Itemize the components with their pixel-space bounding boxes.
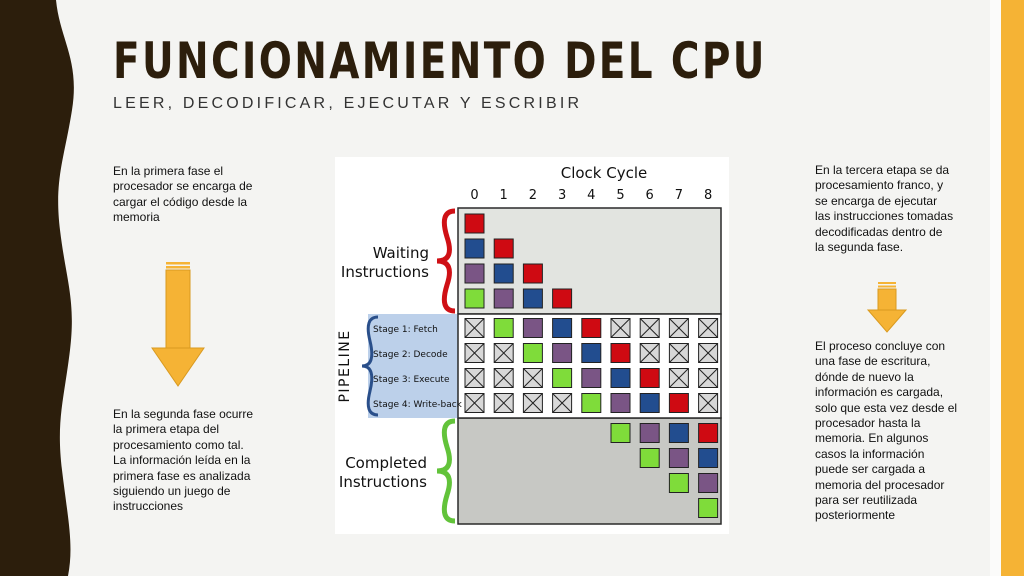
waiting-instruction (522, 288, 543, 309)
completed-instruction (610, 423, 631, 443)
pipeline-diagram: Clock Cycle 0 1 2 3 4 5 6 7 8 Waiting Instructio… (335, 157, 729, 534)
execute-description: En la tercera etapa se da procesamiento … (815, 163, 954, 255)
cycle-number-3: 3 (558, 188, 566, 203)
waiting-instruction (464, 213, 485, 234)
waiting-instruction (522, 263, 543, 284)
page-title: FUNCIONAMIENTO DEL CPU (113, 32, 767, 90)
down-arrow-icon (867, 282, 907, 333)
decode-description: En la segunda fase ocurre la primera eta… (113, 407, 254, 514)
pipeline-instruction (581, 318, 602, 338)
down-arrow-icon (151, 262, 205, 387)
left-wavy-band (0, 0, 74, 576)
stage-label-4: Stage 4: Write-back (373, 400, 463, 410)
pipeline-instruction (552, 318, 573, 338)
completed-brace (436, 418, 456, 524)
cycle-number-2: 2 (529, 188, 537, 203)
empty-pipeline-slot (698, 343, 719, 363)
stage-labels-area (368, 314, 458, 418)
pipeline-instruction (639, 393, 660, 413)
pipeline-instruction (581, 368, 602, 388)
cycle-number-7: 7 (675, 188, 683, 203)
completed-label-line2: Instructions (339, 473, 427, 491)
cycle-number-1: 1 (500, 188, 508, 203)
empty-pipeline-slot (522, 368, 543, 388)
empty-pipeline-slot (522, 393, 543, 413)
empty-pipeline-slot (464, 343, 485, 363)
empty-pipeline-slot (493, 343, 514, 363)
completed-instruction (668, 448, 689, 468)
pipeline-instruction (668, 393, 689, 413)
pipeline-instruction (610, 343, 631, 363)
empty-pipeline-slot (698, 318, 719, 338)
completed-instruction (698, 448, 719, 468)
pipeline-instruction (639, 368, 660, 388)
pipeline-instruction (522, 318, 543, 338)
stage-label-3: Stage 3: Execute (373, 375, 450, 385)
completed-instruction (639, 423, 660, 443)
waiting-instruction (464, 288, 485, 309)
completed-instruction (698, 498, 719, 518)
pipeline-brace (361, 315, 379, 417)
waiting-instruction (464, 238, 485, 259)
pipeline-instruction (493, 318, 514, 338)
empty-pipeline-slot (493, 393, 514, 413)
pipeline-label: PIPELINE (337, 329, 353, 402)
pipeline-instruction (552, 343, 573, 363)
completed-instruction (668, 423, 689, 443)
right-white-stripe (990, 0, 1001, 576)
empty-pipeline-slot (493, 368, 514, 388)
empty-pipeline-slot (610, 318, 631, 338)
waiting-label-line2: Instructions (341, 263, 429, 281)
empty-pipeline-slot (464, 393, 485, 413)
clock-cycle-label: Clock Cycle (561, 164, 648, 182)
stage-label-2: Stage 2: Decode (373, 350, 448, 360)
empty-pipeline-slot (464, 368, 485, 388)
pipeline-instruction (610, 393, 631, 413)
cycle-number-5: 5 (616, 188, 624, 203)
fetch-description: En la primera fase el procesador se enca… (113, 164, 253, 225)
pipeline-instruction (581, 393, 602, 413)
completed-instruction (698, 423, 719, 443)
pipeline-instruction (522, 343, 543, 363)
waiting-label-line1: Waiting (373, 244, 429, 262)
empty-pipeline-slot (698, 368, 719, 388)
waiting-instruction (493, 288, 514, 309)
completed-instruction (698, 473, 719, 493)
right-accent-stripe (1001, 0, 1024, 576)
empty-pipeline-slot (639, 318, 660, 338)
waiting-instruction (464, 263, 485, 284)
stage-label-1: Stage 1: Fetch (373, 325, 438, 335)
waiting-instruction (552, 288, 573, 309)
completed-label-line1: Completed (345, 454, 427, 472)
pipeline-instruction (552, 368, 573, 388)
waiting-instruction (493, 263, 514, 284)
page-subtitle: LEER, DECODIFICAR, EJECUTAR Y ESCRIBIR (113, 95, 583, 112)
cycle-number-0: 0 (470, 188, 478, 203)
empty-pipeline-slot (668, 368, 689, 388)
cycle-number-4: 4 (587, 188, 595, 203)
completed-instruction (639, 448, 660, 468)
pipeline-instruction (610, 368, 631, 388)
empty-pipeline-slot (464, 318, 485, 338)
waiting-brace (436, 208, 456, 314)
pipeline-instruction (581, 343, 602, 363)
waiting-instruction (493, 238, 514, 259)
cycle-number-8: 8 (704, 188, 712, 203)
cycle-number-6: 6 (646, 188, 654, 203)
completed-instruction (668, 473, 689, 493)
empty-pipeline-slot (639, 343, 660, 363)
writeback-description: El proceso concluye con una fase de escr… (815, 339, 958, 523)
empty-pipeline-slot (668, 343, 689, 363)
empty-pipeline-slot (668, 318, 689, 338)
empty-pipeline-slot (552, 393, 573, 413)
empty-pipeline-slot (698, 393, 719, 413)
